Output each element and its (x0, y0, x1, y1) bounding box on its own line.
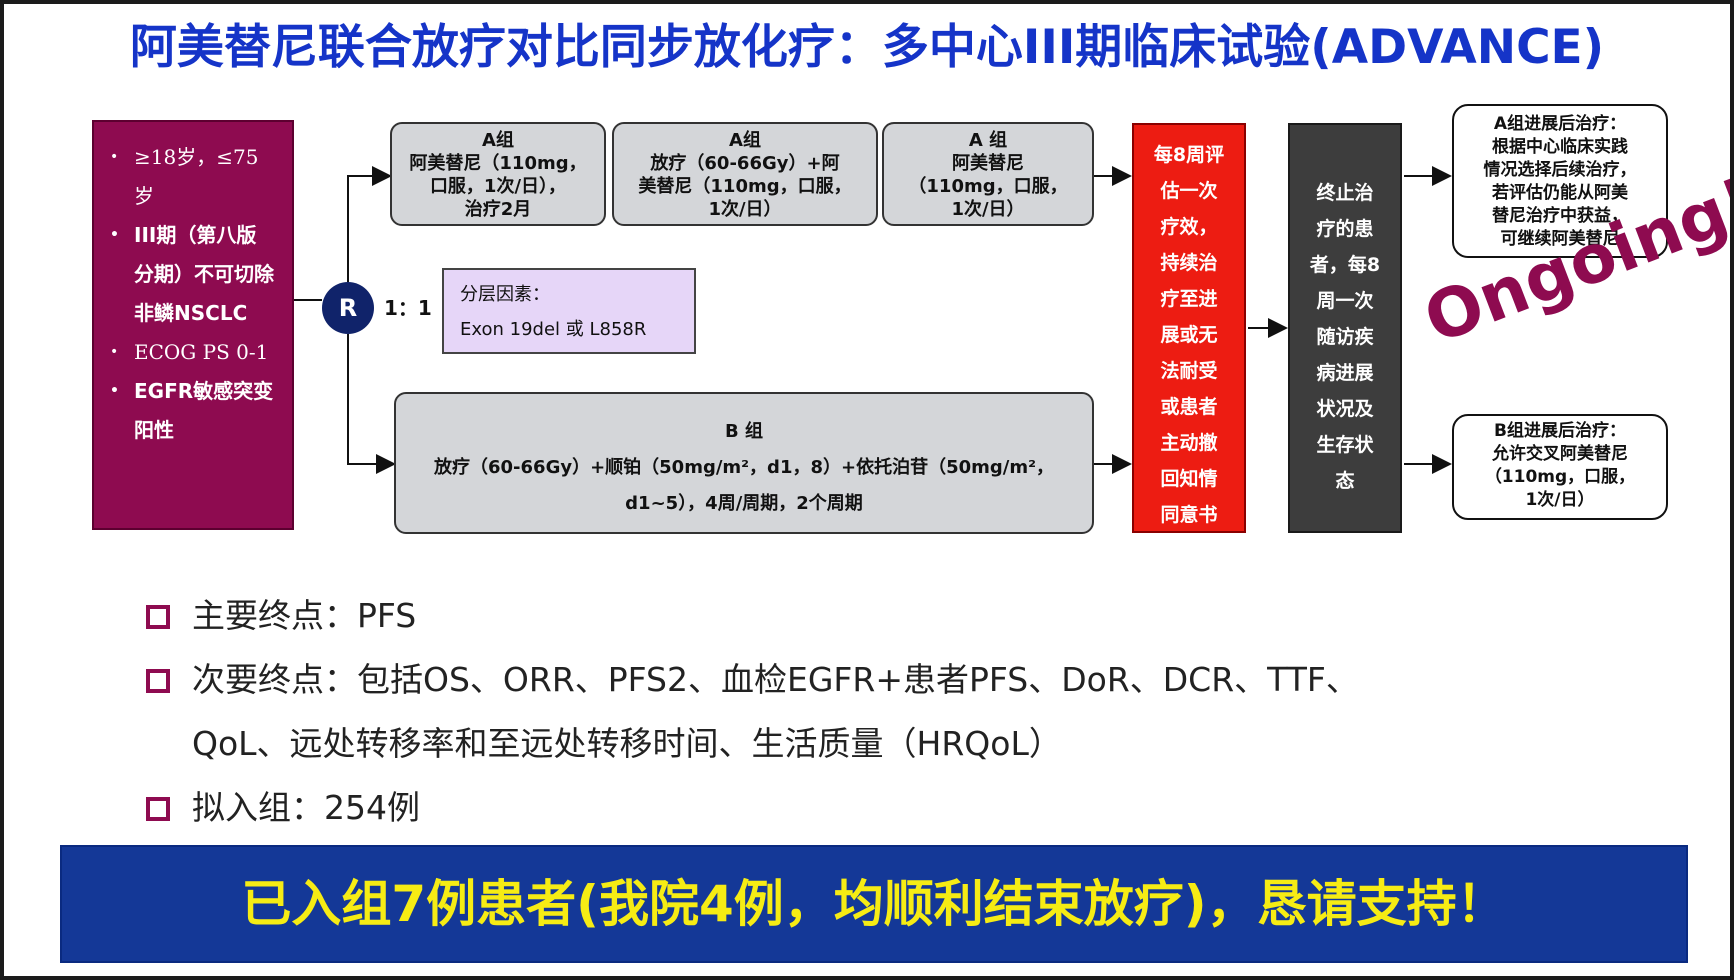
followup-line: 病进展 (1316, 362, 1374, 384)
post-a-line: 替尼治疗中获益， (1492, 206, 1628, 226)
followup-line: 状况及 (1316, 398, 1374, 420)
endpoints-list: 主要终点：PFS 次要终点：包括OS、ORR、PFS2、血检EGFR+患者PFS… (146, 584, 1626, 840)
endpoint-enrollment: 拟入组：254例 (146, 776, 1626, 840)
arm-a-induction-box: A组 阿美替尼（110mg， 口服，1次/日）， 治疗2月 (390, 122, 606, 226)
post-a-line: A组进展后治疗： (1493, 114, 1627, 134)
evaluation-line: 估一次 (1160, 180, 1218, 202)
endpoint-text: 主要终点：PFS (192, 596, 417, 635)
arm-a-radiotherapy-line: 放疗（60-66Gy）+阿 (650, 153, 840, 174)
arm-a-maintenance-line: A 组 (968, 130, 1008, 151)
followup-line: 生存状 (1316, 434, 1374, 456)
arm-b-line: 放疗（60-66Gy）+顺铂（50mg/m²，d1，8）+依托泊苷（50mg/m… (434, 457, 1054, 478)
arm-a-induction-line: A组 (482, 130, 514, 151)
arm-b-line: d1~5），4周/周期，2个周期 (625, 493, 863, 514)
stratification-value: Exon 19del 或 L858R (460, 319, 647, 340)
enrollment-banner: 已入组7例患者(我院4例，均顺利结束放疗)，恳请支持！ (60, 845, 1688, 963)
arm-b-box: B 组 放疗（60-66Gy）+顺铂（50mg/m²，d1，8）+依托泊苷（50… (394, 392, 1094, 534)
inclusion-criteria-box: ≥18岁，≤75岁 III期（第八版分期）不可切除非鳞NSCLC ECOG PS… (92, 120, 294, 530)
stratification-box: 分层因素： Exon 19del 或 L858R (442, 268, 696, 354)
evaluation-line: 法耐受 (1160, 360, 1218, 382)
arm-a-induction-line: 治疗2月 (464, 199, 532, 220)
inclusion-item-egfr: EGFR敏感突变阳性 (110, 372, 276, 450)
followup-line: 随访疾 (1316, 326, 1374, 348)
followup-line: 周一次 (1316, 290, 1374, 312)
endpoint-text: 拟入组：254例 (192, 788, 420, 827)
evaluation-line: 展或无 (1160, 324, 1218, 346)
arm-a-radiotherapy-line: 1次/日） (708, 199, 782, 220)
post-a-line: 若评估仍能从阿美 (1492, 183, 1628, 203)
followup-box: 终止治 疗的患 者，每8 周一次 随访疾 病进展 状况及 生存状 态 (1288, 123, 1402, 533)
arm-a-radiotherapy-box: A组 放疗（60-66Gy）+阿 美替尼（110mg，口服， 1次/日） (612, 122, 878, 226)
arm-b-line: B 组 (725, 421, 763, 442)
post-b-line: B组进展后治疗： (1494, 421, 1626, 441)
square-bullet-icon (146, 605, 170, 629)
evaluation-box: 每8周评 估一次 疗效， 持续治 疗至进 展或无 法耐受 或患者 主动撤 回知情… (1132, 123, 1246, 533)
post-progression-b-box: B组进展后治疗： 允许交叉阿美替尼 （110mg，口服， 1次/日） (1452, 414, 1668, 520)
evaluation-line: 疗效， (1160, 216, 1218, 238)
arm-a-maintenance-line: （110mg，口服， (908, 176, 1068, 197)
arm-a-maintenance-box: A 组 阿美替尼 （110mg，口服， 1次/日） (882, 122, 1094, 226)
endpoint-text: QoL、远处转移率和至远处转移时间、生活质量（HRQoL） (192, 724, 1062, 763)
inclusion-item-stage: III期（第八版分期）不可切除非鳞NSCLC (110, 216, 276, 333)
post-b-line: 1次/日） (1525, 490, 1595, 510)
connector-r-arm-b (347, 334, 396, 474)
endpoint-secondary: 次要终点：包括OS、ORR、PFS2、血检EGFR+患者PFS、DoR、DCR、… (146, 648, 1626, 712)
followup-line: 疗的患 (1316, 218, 1374, 240)
randomization-ratio: 1：1 (384, 296, 432, 320)
evaluation-line: 每8周评 (1153, 144, 1225, 166)
inclusion-item-age: ≥18岁，≤75岁 (110, 138, 276, 216)
inclusion-item-ecog: ECOG PS 0-1 (110, 333, 276, 372)
evaluation-line: 持续治 (1160, 252, 1218, 274)
connector-r-arm-a (347, 166, 392, 282)
arm-a-induction-line: 口服，1次/日）， (429, 176, 567, 197)
evaluation-line: 同意书 (1160, 504, 1218, 526)
post-b-line: （110mg，口服， (1484, 467, 1636, 487)
post-a-line: 情况选择后续治疗， (1483, 160, 1637, 180)
flow-connectors (294, 166, 1452, 474)
endpoint-secondary-continued: QoL、远处转移率和至远处转移时间、生活质量（HRQoL） (146, 712, 1626, 776)
evaluation-line: 回知情 (1160, 468, 1218, 490)
evaluation-line: 主动撤 (1160, 432, 1218, 454)
square-bullet-icon (146, 669, 170, 693)
endpoint-text: 次要终点：包括OS、ORR、PFS2、血检EGFR+患者PFS、DoR、DCR、… (192, 660, 1359, 699)
evaluation-line: 或患者 (1160, 396, 1218, 418)
arm-a-maintenance-line: 阿美替尼 (952, 153, 1024, 174)
followup-line: 者，每8 (1309, 254, 1381, 276)
post-progression-a-box: A组进展后治疗： 根据中心临床实践 情况选择后续治疗， 若评估仍能从阿美 替尼治… (1452, 104, 1668, 258)
square-bullet-icon (146, 797, 170, 821)
randomization-circle: R (322, 282, 374, 334)
post-b-line: 允许交叉阿美替尼 (1492, 444, 1628, 464)
slide: 阿美替尼联合放疗对比同步放化疗：多中心III期临床试验(ADVANCE) ≥18… (4, 4, 1730, 976)
arm-a-induction-line: 阿美替尼（110mg， (409, 153, 587, 174)
post-a-line: 可继续阿美替尼 (1500, 229, 1620, 249)
arm-a-radiotherapy-line: 美替尼（110mg，口服， (638, 176, 852, 197)
slide-title: 阿美替尼联合放疗对比同步放化疗：多中心III期临床试验(ADVANCE) (129, 20, 1605, 75)
arm-a-radiotherapy-line: A组 (729, 130, 761, 151)
followup-line: 态 (1335, 470, 1355, 492)
post-a-line: 根据中心临床实践 (1492, 137, 1628, 157)
evaluation-line: 疗至进 (1160, 288, 1218, 310)
endpoint-primary: 主要终点：PFS (146, 584, 1626, 648)
arm-a-maintenance-line: 1次/日） (951, 199, 1025, 220)
stratification-label: 分层因素： (460, 284, 550, 305)
followup-line: 终止治 (1316, 182, 1374, 204)
